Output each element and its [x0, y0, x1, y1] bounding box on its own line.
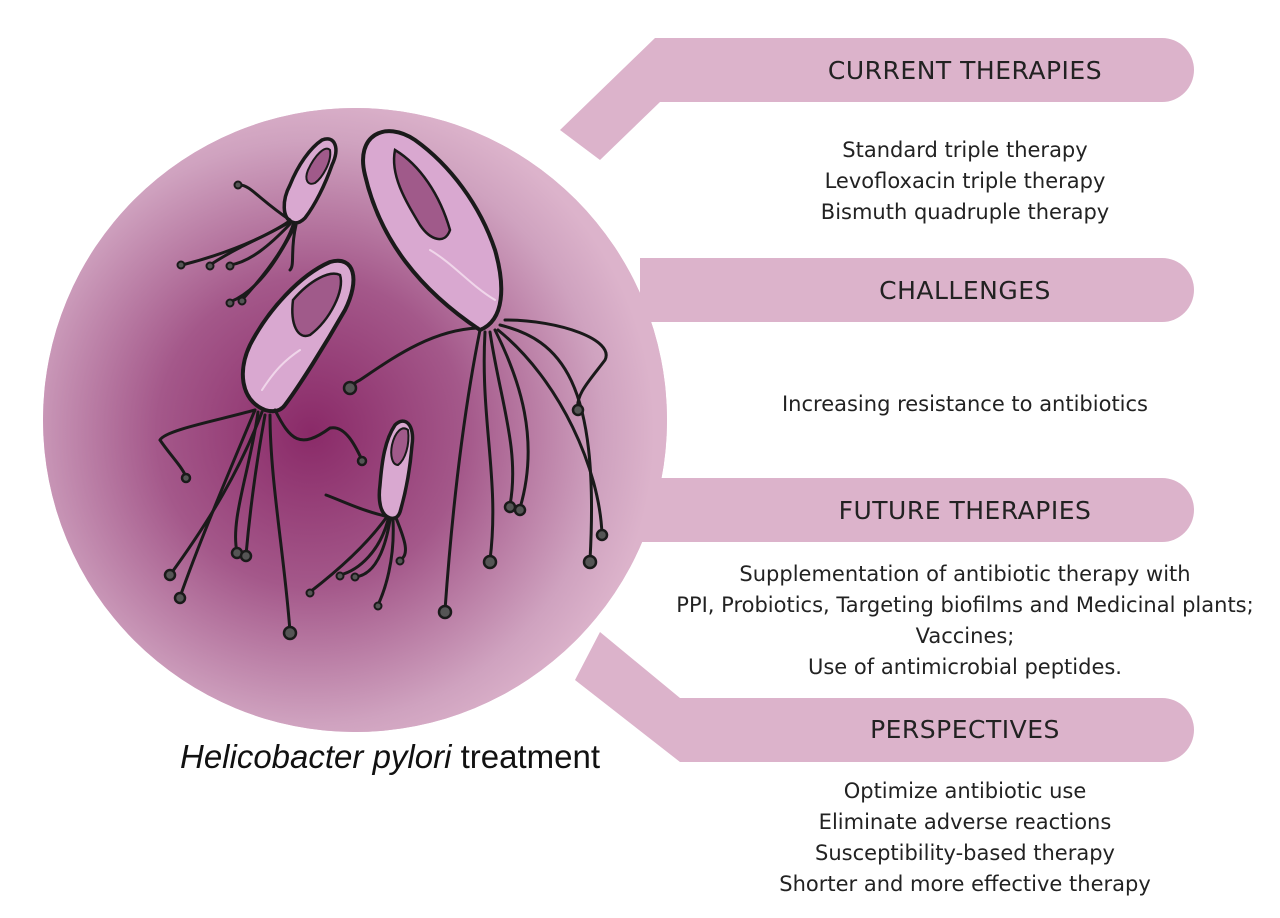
- list-item: Susceptibility-based therapy: [815, 841, 1115, 865]
- list-item: Increasing resistance to antibiotics: [781, 392, 1149, 416]
- section-title-current-therapies: CURRENT THERAPIES: [827, 56, 1103, 85]
- bacterium-small-bottom: [305, 419, 415, 611]
- circle-glow: [43, 108, 667, 732]
- section-title-challenges: CHALLENGES: [879, 276, 1051, 305]
- banner-perspectives: [575, 632, 1194, 762]
- banners: [560, 38, 1194, 762]
- bacterium-small-top: [176, 137, 338, 308]
- section-body-perspectives: Optimize antibiotic use Eliminate advers…: [660, 776, 1270, 900]
- list-item: Eliminate adverse reactions: [818, 810, 1112, 834]
- bacterium-large: [342, 129, 609, 620]
- banner-challenges: [640, 258, 1194, 322]
- helicobacter-bacterium-icon: [158, 129, 609, 641]
- list-item: Use of antimicrobial peptides.: [808, 655, 1122, 679]
- list-item: Shorter and more effective therapy: [779, 872, 1151, 896]
- section-title-perspectives: PERSPECTIVES: [870, 715, 1060, 744]
- banner-current-therapies: [560, 38, 1194, 160]
- list-item: Optimize antibiotic use: [843, 779, 1087, 803]
- list-item: Bismuth quadruple therapy: [820, 200, 1110, 224]
- list-item: PPI, Probiotics, Targeting biofilms and …: [676, 593, 1254, 617]
- banner-future-therapies: [640, 478, 1194, 542]
- caption-species: Helicobacter pylori: [179, 738, 452, 775]
- section-title-future-therapies: FUTURE THERAPIES: [838, 496, 1092, 525]
- section-body-current-therapies: Standard triple therapy Levofloxacin tri…: [660, 135, 1270, 228]
- list-item: Standard triple therapy: [842, 138, 1088, 162]
- list-item: Vaccines;: [915, 624, 1015, 648]
- figure-caption: Helicobacter pylori treatment: [100, 738, 680, 776]
- section-body-future-therapies: Supplementation of antibiotic therapy wi…: [660, 559, 1270, 683]
- list-item: Supplementation of antibiotic therapy wi…: [739, 562, 1191, 586]
- caption-suffix: treatment: [460, 738, 601, 775]
- section-body-challenges: Increasing resistance to antibiotics: [660, 389, 1270, 420]
- bacterium-medium: [158, 258, 368, 641]
- list-item: Levofloxacin triple therapy: [824, 169, 1106, 193]
